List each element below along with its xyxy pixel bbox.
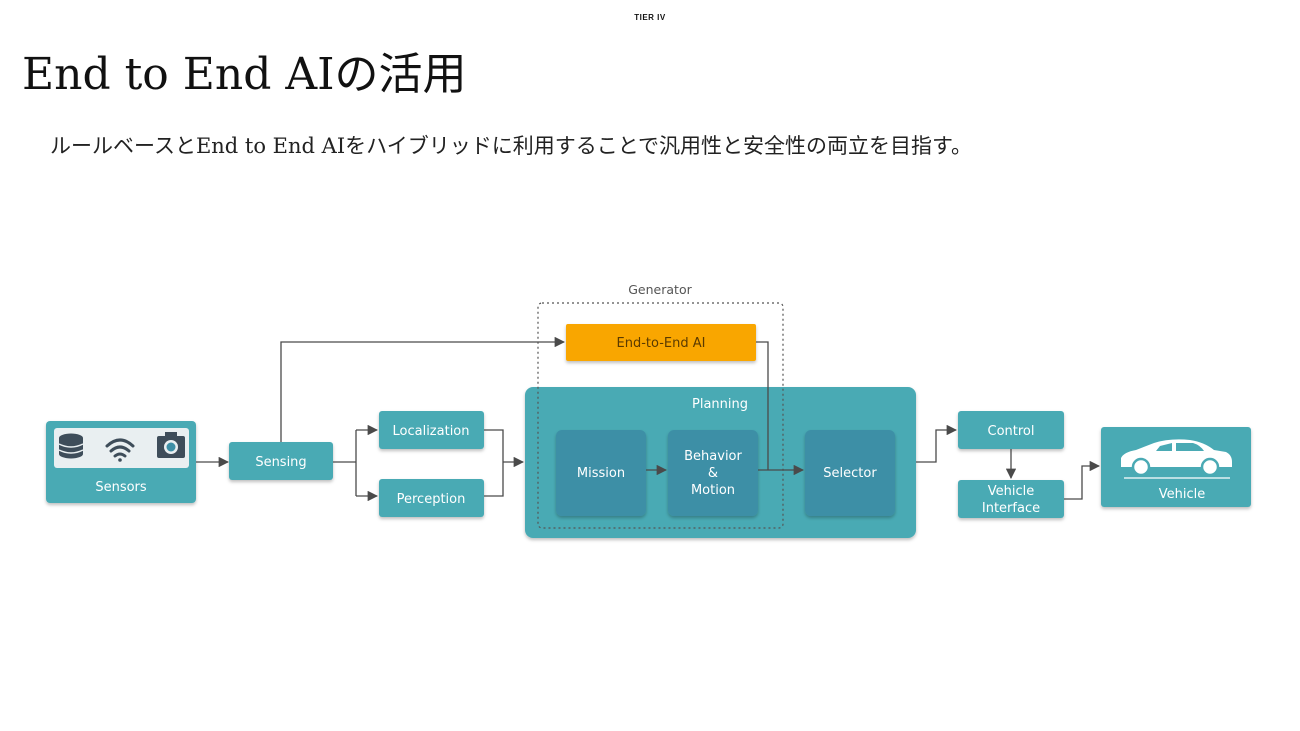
behavior-label-line3: Motion xyxy=(691,483,735,498)
behavior-label-line1: Behavior xyxy=(684,449,742,464)
car-icon xyxy=(1121,439,1232,479)
database-icon xyxy=(58,433,84,459)
vehicle-interface-label-line2: Interface xyxy=(982,501,1040,516)
planning-label: Planning xyxy=(692,397,748,412)
brand-logo-text: TIER IV xyxy=(634,13,666,22)
vehicle-node: Vehicle xyxy=(1101,427,1251,507)
page-title: End to End AIの活用 xyxy=(22,49,467,100)
line-merge xyxy=(484,429,504,497)
wifi-icon xyxy=(105,438,135,462)
vehicle-label: Vehicle xyxy=(1159,487,1206,502)
behavior-label-line2: & xyxy=(708,466,718,481)
end-to-end-ai-label: End-to-End AI xyxy=(617,336,706,351)
sensors-node: Sensors xyxy=(46,421,196,503)
arrow-interface-to-vehicle xyxy=(1064,460,1101,500)
end-to-end-ai-node: End-to-End AI xyxy=(566,324,756,361)
connections xyxy=(196,336,1101,502)
vehicle-interface-node: Vehicle Interface xyxy=(958,480,1064,518)
arrow-sensing-to-end-to-end-ai xyxy=(280,336,566,442)
mission-label: Mission xyxy=(577,466,625,481)
localization-node: Localization xyxy=(379,411,484,449)
selector-label: Selector xyxy=(823,466,877,481)
line-end-to-end-down xyxy=(756,341,769,470)
vehicle-interface-label-line1: Vehicle xyxy=(988,484,1035,499)
control-label: Control xyxy=(988,424,1035,439)
perception-label: Perception xyxy=(397,492,466,507)
sensing-label: Sensing xyxy=(255,455,306,470)
arrow-planning-to-control xyxy=(916,424,958,463)
mission-node: Mission xyxy=(556,430,646,516)
generator-label: Generator xyxy=(628,282,692,297)
camera-icon xyxy=(157,432,185,458)
page-subtitle: ルールベースとEnd to End AIをハイブリッドに利用することで汎用性と安… xyxy=(50,134,972,158)
generator-region: Generator xyxy=(537,282,784,529)
localization-label: Localization xyxy=(393,424,470,439)
sensing-node: Sensing xyxy=(229,442,333,480)
control-node: Control xyxy=(958,411,1064,449)
behavior-motion-node: Behavior & Motion xyxy=(668,430,758,516)
perception-node: Perception xyxy=(379,479,484,517)
selector-node: Selector xyxy=(805,430,895,516)
sensors-label: Sensors xyxy=(95,480,147,495)
